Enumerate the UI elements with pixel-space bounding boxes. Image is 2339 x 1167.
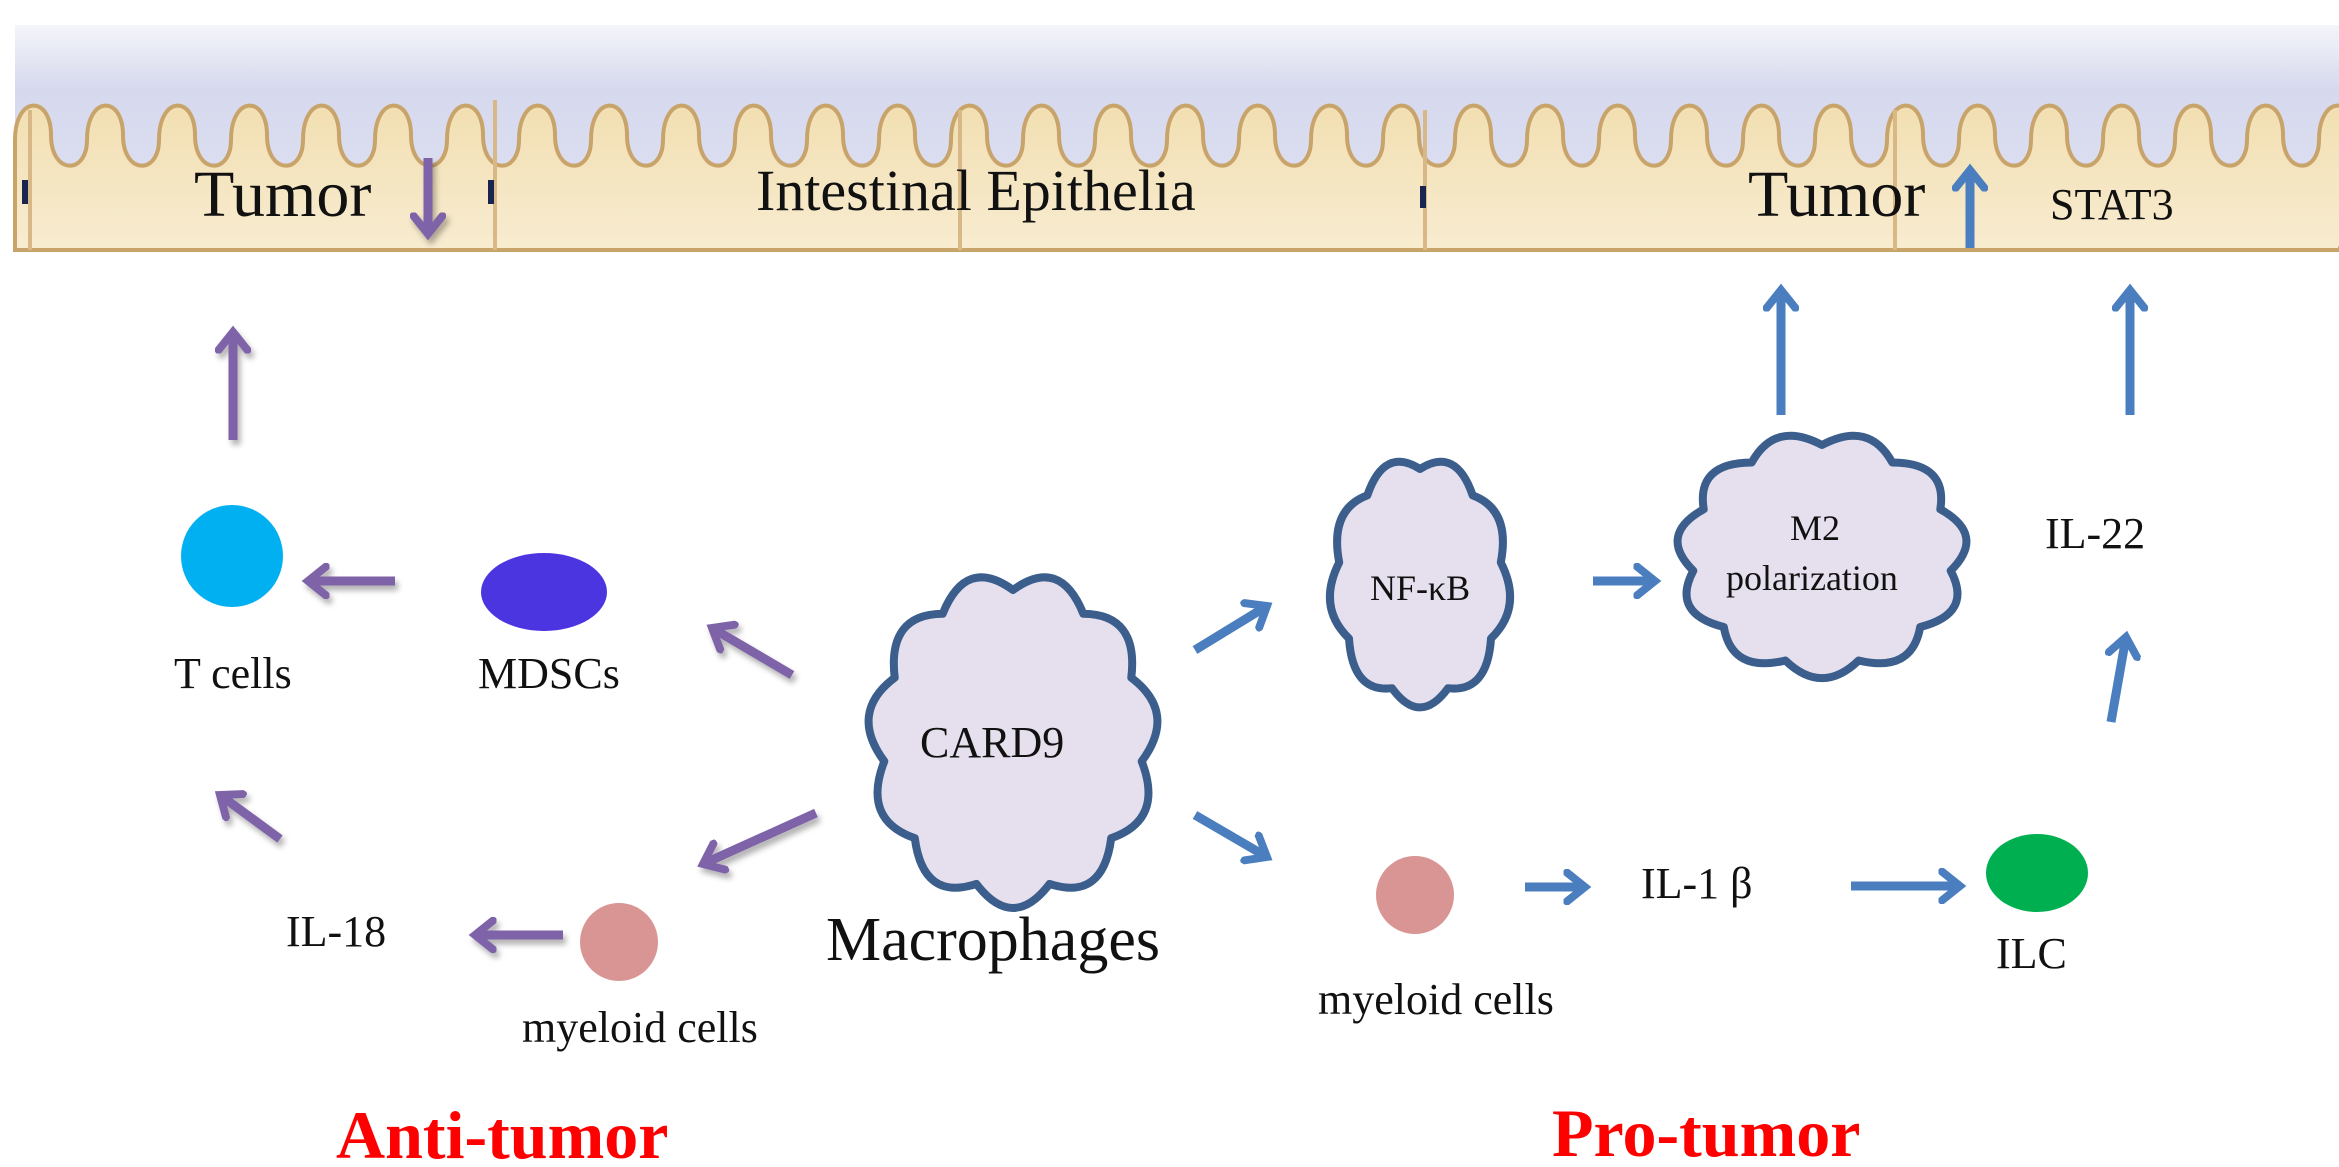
villi-border bbox=[13, 103, 2339, 252]
m2-label-line2: polarization bbox=[1726, 558, 1898, 598]
card9-cloud bbox=[864, 573, 1162, 912]
arrow-il18-to-tcells bbox=[220, 795, 283, 843]
arrow-macrophage-to-myeloid-pro bbox=[1192, 811, 1267, 857]
t-cells-label: T cells bbox=[174, 649, 292, 698]
anti-tumor-heading: Anti-tumor bbox=[336, 1097, 668, 1167]
m2-label-line1: M2 bbox=[1790, 508, 1840, 548]
ilc-cell bbox=[1986, 834, 2088, 912]
t-cell bbox=[181, 505, 283, 607]
myeloid-cell-anti bbox=[580, 903, 658, 981]
cell-boundaries bbox=[28, 100, 1897, 250]
arrow-macrophage-to-myeloid bbox=[703, 808, 818, 864]
arrow-ilc-to-il22 bbox=[2111, 637, 2126, 723]
nfkb-label: NF-κB bbox=[1370, 568, 1470, 608]
myeloid-cell-pro bbox=[1376, 856, 1454, 934]
nfkb-cloud bbox=[1325, 457, 1515, 712]
card9-label: CARD9 bbox=[920, 718, 1064, 767]
mdscs-label: MDSCs bbox=[478, 649, 620, 698]
myeloid-label-pro: myeloid cells bbox=[1318, 975, 1554, 1024]
ilc-label: ILC bbox=[1996, 929, 2067, 978]
tight-junctions bbox=[22, 180, 1426, 208]
il1b-label: IL-1 β bbox=[1641, 859, 1753, 908]
macrophages-label: Macrophages bbox=[826, 906, 1160, 974]
il22-label: IL-22 bbox=[2045, 509, 2145, 558]
m2-polarization-cloud bbox=[1673, 431, 1971, 683]
tumor-label-left: Tumor bbox=[194, 158, 371, 231]
stat3-label: STAT3 bbox=[2050, 180, 2174, 229]
pro-tumor-heading: Pro-tumor bbox=[1552, 1095, 1860, 1167]
mdsc-cell bbox=[481, 553, 607, 631]
arrow-macrophage-to-mdsc bbox=[712, 628, 795, 679]
arrow-macrophage-to-nfkb bbox=[1192, 606, 1267, 654]
il18-label: IL-18 bbox=[286, 907, 386, 956]
intestinal-epithelium-band bbox=[13, 0, 2339, 252]
myeloid-label-anti: myeloid cells bbox=[522, 1003, 758, 1052]
tumor-label-right: Tumor bbox=[1748, 158, 1925, 231]
epithelia-title: Intestinal Epithelia bbox=[756, 158, 1196, 223]
